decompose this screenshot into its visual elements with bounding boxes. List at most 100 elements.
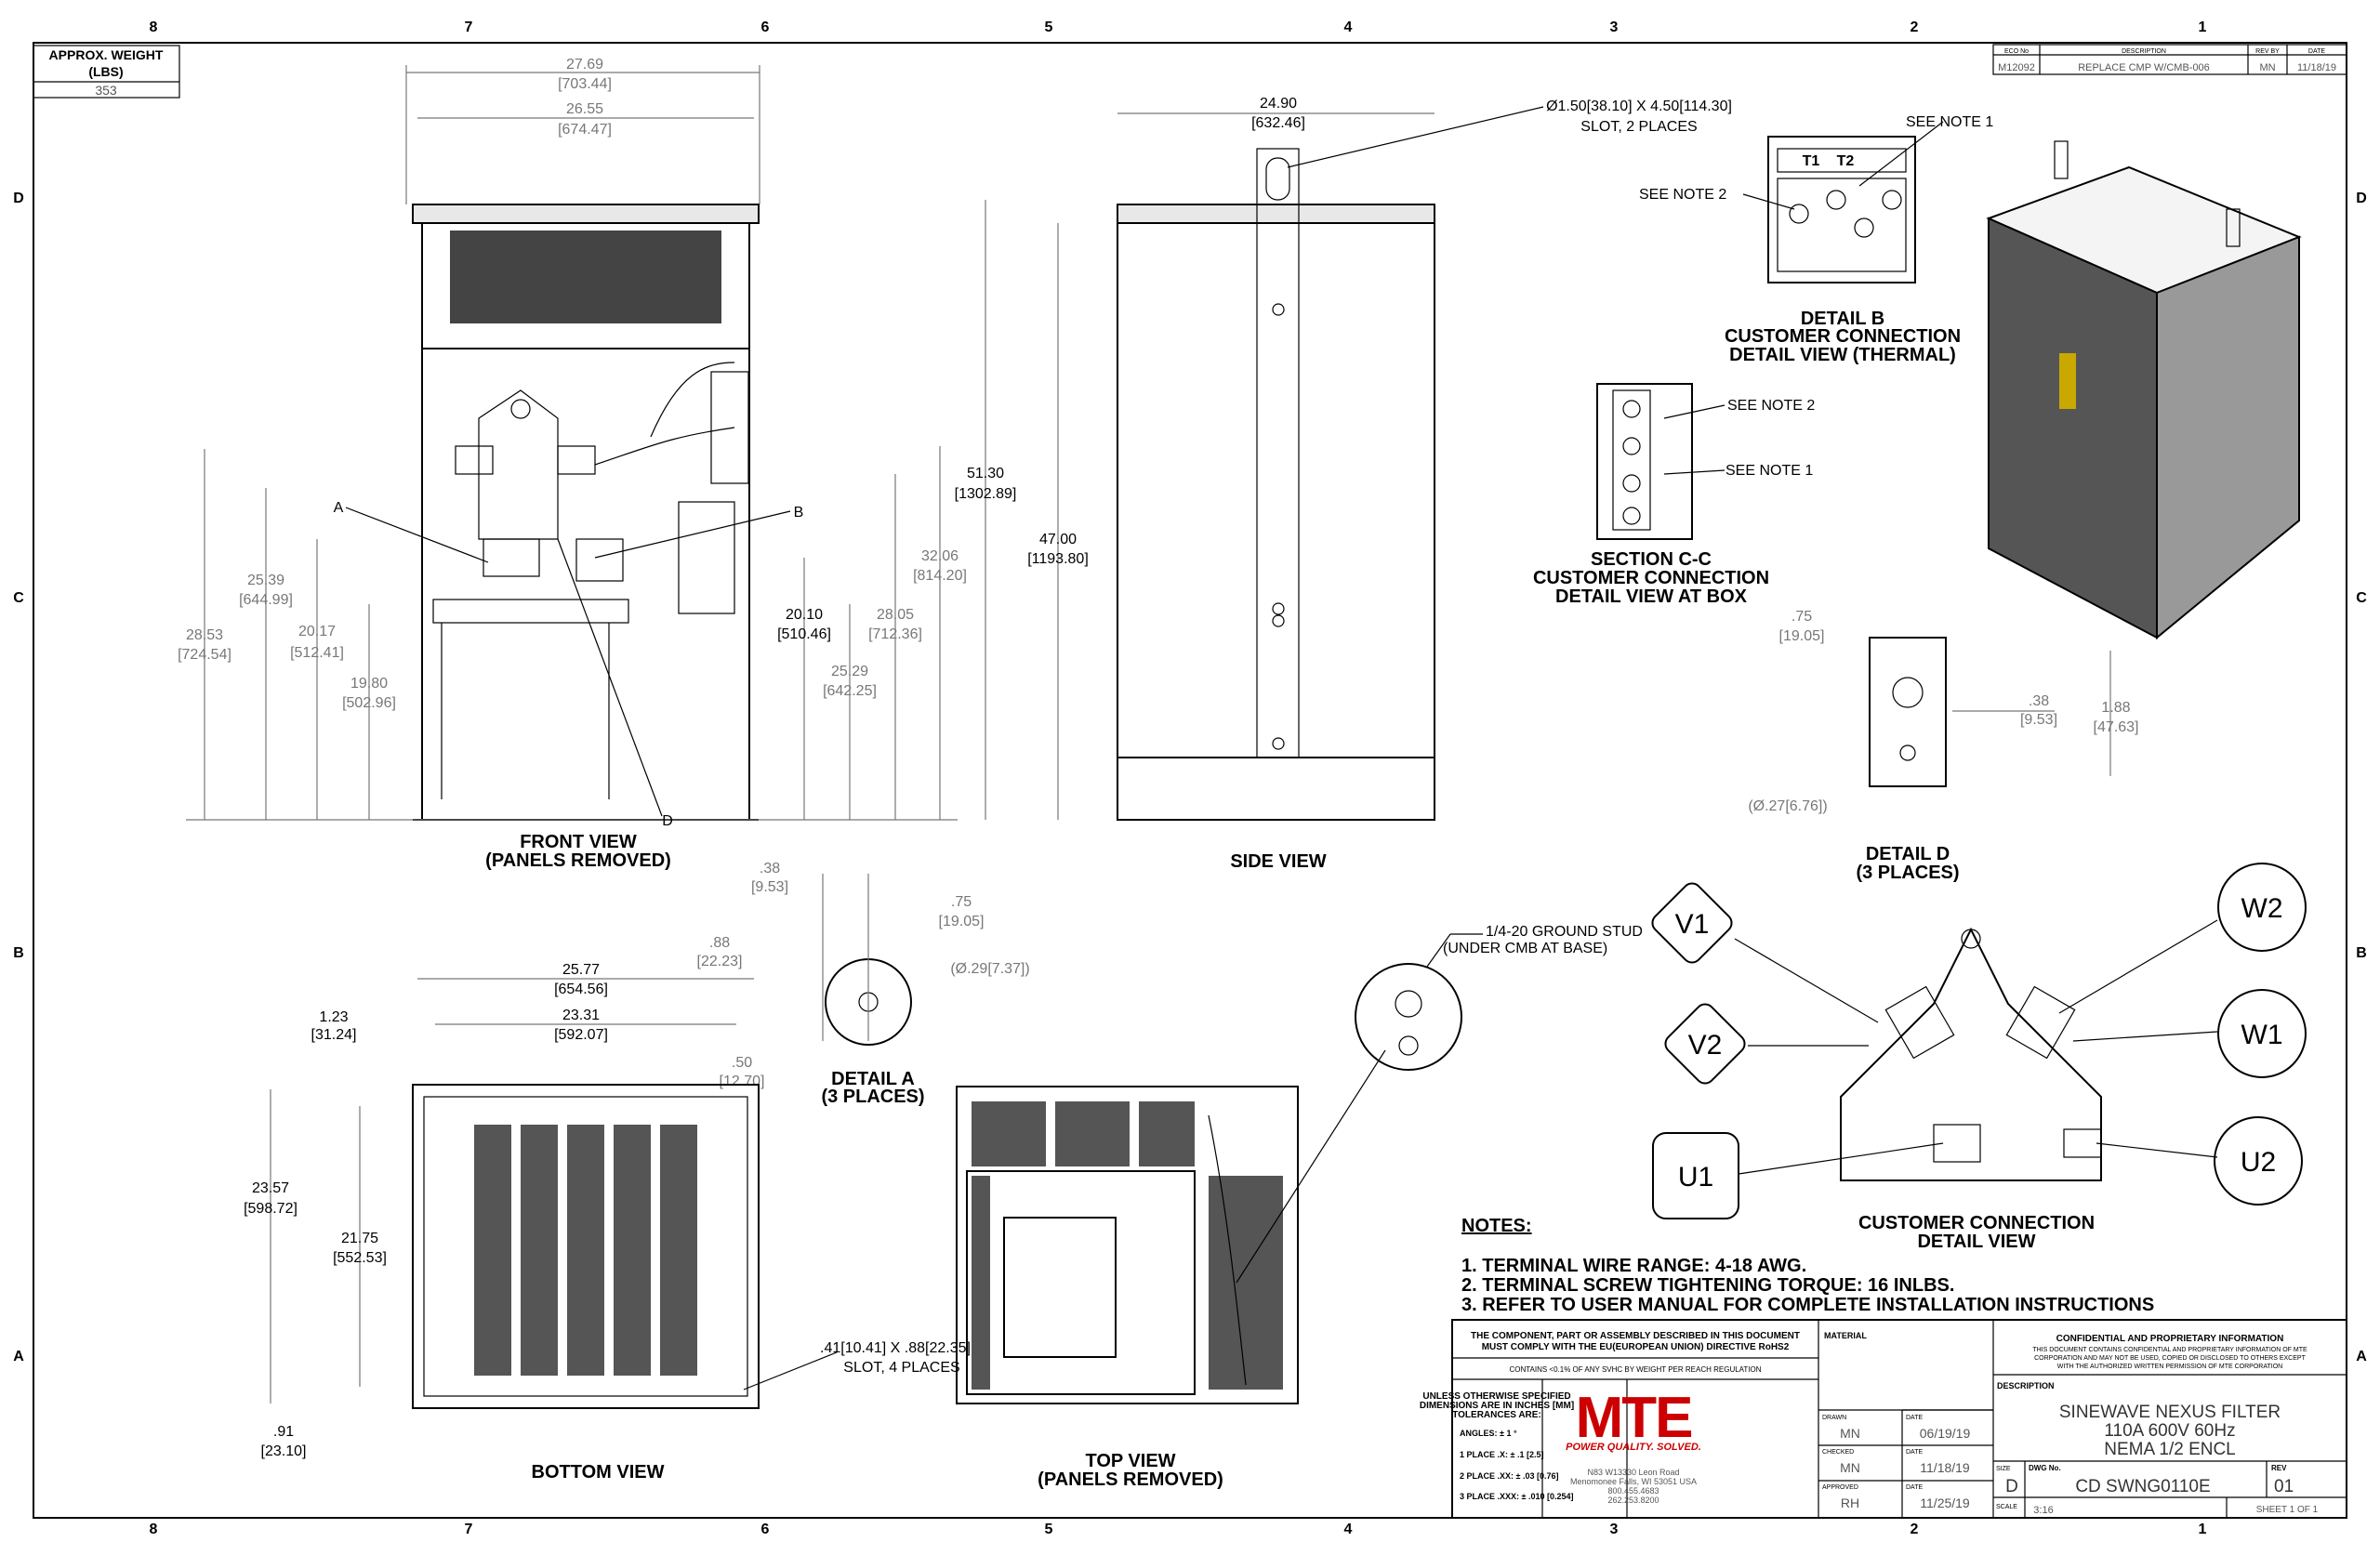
see-note-2: SEE NOTE 2 (1639, 187, 1726, 203)
title-block: THE COMPONENT, PART OR ASSEMBLY DESCRIBE… (1420, 1319, 2347, 1519)
confidential-text: WITH THE AUTHORIZED WRITTEN PERMISSION O… (2057, 1364, 2282, 1370)
section-cc-subtitle: CUSTOMER CONNECTION (1533, 568, 1769, 588)
rev-label: REV (2271, 1464, 2287, 1472)
approved-by: RH (1841, 1496, 1859, 1510)
dim-width-in: 27.69 (566, 57, 603, 72)
dim: [724.54] (178, 647, 231, 663)
note-2: 2. TERMINAL SCREW TIGHTENING TORQUE: 16 … (1461, 1275, 1954, 1296)
dim: .91 (273, 1424, 294, 1440)
dim: .38 (760, 861, 780, 876)
see-note-1: SEE NOTE 1 (1726, 463, 1813, 479)
tolerance-text: UNLESS OTHERWISE SPECIFIED (1422, 1391, 1570, 1402)
rev-value: 01 (2274, 1477, 2294, 1496)
ground-stud-sublabel: (UNDER CMB AT BASE) (1443, 941, 1607, 956)
dim: [510.46] (777, 626, 831, 642)
dim: .75 (1792, 609, 1812, 625)
dim: .38 (2029, 693, 2049, 709)
dim-depth-mm: [632.46] (1251, 115, 1305, 131)
weight-value: 353 (95, 83, 117, 98)
zone-b-right: B (2356, 945, 2367, 961)
isometric-view (1986, 140, 2302, 640)
dim-inner-width-mm: [674.47] (558, 122, 612, 138)
zone-b: B (13, 945, 24, 961)
size-label: SIZE (1996, 1466, 2011, 1472)
hole-dim: (Ø.29[7.37]) (950, 961, 1029, 977)
bottom-view: 25.77 [654.56] 23.31 [592.07] 1.23 [31.2… (244, 962, 971, 1483)
dim-width-mm: [703.44] (558, 76, 612, 92)
dim: [642.25] (823, 683, 877, 699)
section-cc-subtitle2: DETAIL VIEW AT BOX (1555, 586, 1748, 607)
approved-label: APPROVED (1822, 1484, 1858, 1491)
description-label: DESCRIPTION (1997, 1381, 2055, 1390)
dim: [47.63] (2094, 719, 2139, 735)
dim: [552.53] (333, 1250, 387, 1266)
terminal-label: W2 (2241, 893, 2283, 924)
notes: NOTES: 1. TERMINAL WIRE RANGE: 4-18 AWG.… (1461, 1216, 2154, 1315)
dim: .75 (951, 894, 972, 910)
dim: 1.23 (319, 1009, 348, 1025)
terminal-w2: W2 (2217, 863, 2307, 952)
zone-d: D (13, 191, 24, 206)
zone-7: 7 (465, 20, 473, 35)
tolerance-2place: 2 PLACE .XX: ± .03 [0.76] (1460, 1471, 1558, 1481)
rev-eco: M12092 (1998, 62, 2035, 73)
zone-6-bottom: 6 (761, 1522, 770, 1537)
zone-7-bottom: 7 (465, 1522, 473, 1537)
terminal-label: U2 (2241, 1147, 2276, 1178)
zone-5: 5 (1045, 20, 1053, 35)
dim: .88 (709, 935, 730, 951)
confidential-title: CONFIDENTIAL AND PROPRIETARY INFORMATION (2056, 1334, 2284, 1344)
callout-a: A (334, 500, 344, 516)
dim: 20.17 (298, 624, 336, 639)
material-label: MATERIAL (1824, 1331, 1867, 1340)
dim: [654.56] (554, 982, 608, 997)
zone-2-bottom: 2 (1911, 1522, 1919, 1537)
side-view: 51.30 [1302.89] 47.00 [1193.80] 24.90 [6… (955, 96, 1732, 872)
tolerance-text: TOLERANCES ARE: (1452, 1410, 1541, 1420)
description-line-2: 110A 600V 60Hz (2104, 1421, 2235, 1441)
slot-note: .41[10.41] X .88[22.35] (820, 1340, 971, 1356)
drawn-by: MN (1840, 1426, 1860, 1441)
dim: [19.05] (1779, 628, 1825, 644)
zone-a: A (13, 1349, 24, 1364)
scale-value: 3:16 (2033, 1505, 2053, 1516)
terminal-label: V2 (1688, 1030, 1723, 1061)
detail-a: .38 [9.53] .75 [19.05] .88 [22.23] (Ø.29… (697, 861, 1030, 1107)
section-cc-title: SECTION C-C (1591, 549, 1712, 570)
dim: 25.39 (247, 573, 284, 588)
detail-b-title: DETAIL B (1801, 309, 1884, 329)
callout-b: B (794, 505, 804, 521)
hole-dim: (Ø.27[6.76]) (1748, 798, 1827, 814)
terminal-u2: U2 (2214, 1116, 2303, 1206)
see-note-1: SEE NOTE 1 (1906, 114, 1993, 130)
tolerance-1place: 1 PLACE .X: ± .1 [2.5] (1460, 1450, 1543, 1459)
terminal-w1: W1 (2217, 989, 2307, 1078)
mte-tagline: POWER QUALITY. SOLVED. (1566, 1442, 1701, 1453)
zone-a-right: A (2356, 1349, 2367, 1364)
zone-1: 1 (2199, 20, 2207, 35)
top-view-title: TOP VIEW (1085, 1451, 1175, 1471)
rohs-text: THE COMPONENT, PART OR ASSEMBLY DESCRIBE… (1471, 1331, 1800, 1341)
dim: [512.41] (290, 645, 344, 661)
dim: 47.00 (1039, 532, 1077, 547)
terminal-u1: U1 (1652, 1132, 1739, 1219)
tolerance-angles: ANGLES: ± 1 ° (1460, 1429, 1517, 1438)
note-1: 1. TERMINAL WIRE RANGE: 4-18 AWG. (1461, 1256, 1806, 1276)
dim: 23.57 (252, 1180, 289, 1196)
zone-5-bottom: 5 (1045, 1522, 1053, 1537)
detail-b-subtitle: CUSTOMER CONNECTION (1725, 326, 1961, 347)
dim-inner-width-in: 26.55 (566, 101, 603, 117)
dim: 32.06 (921, 548, 959, 564)
dim: 25.29 (831, 664, 868, 679)
dim: [712.36] (868, 626, 922, 642)
dim: 25.77 (562, 962, 600, 978)
rev-header-eco: ECO No (2004, 48, 2029, 55)
slot-note-places: SLOT, 2 PLACES (1580, 119, 1697, 135)
detail-b: T1 T2 SEE NOTE 1 SEE NOTE 2 DETAIL B CUS… (1639, 114, 1993, 365)
address-line: Menomonee Falls, WI 53051 USA (1570, 1477, 1697, 1486)
rev-desc: REPLACE CMP W/CMB-006 (2078, 62, 2210, 73)
ground-stud-label: 1/4-20 GROUND STUD (1486, 924, 1643, 940)
top-view-subtitle: (PANELS REMOVED) (1038, 1469, 1223, 1490)
terminal-label: V1 (1675, 909, 1710, 940)
dwg-label: DWG No. (2029, 1464, 2061, 1472)
